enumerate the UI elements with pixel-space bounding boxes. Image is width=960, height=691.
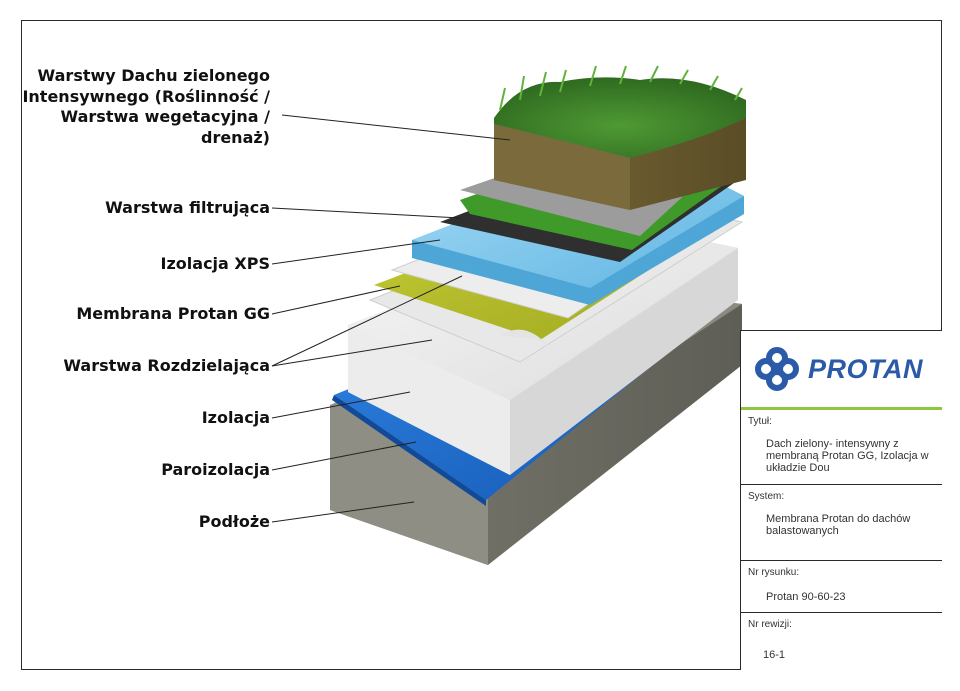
revision-key: Nr rewizji: [748,619,792,630]
label-membrane-gg: Membrana Protan GG [76,304,270,323]
leader-lines [271,114,511,523]
system-value: Membrana Protan do dachów balastowanych [766,513,911,537]
drawing-number-key: Nr rysunku: [748,567,800,578]
label-vapor-barrier: Paroizolacja [161,460,270,479]
revision-value: 16-1 [763,649,786,661]
label-separation-layer: Warstwa Rozdzielająca [63,356,270,375]
title-key: Tytuł: [748,416,772,427]
title-value: Dach zielony- intensywny z membraną Prot… [766,438,929,474]
protan-logo-text: PROTAN [808,354,923,384]
label-substrate: Podłoże [198,512,270,531]
revision-cell: Nr rewizji: 16-1 [741,613,942,671]
system-key: System: [748,491,785,502]
system-cell: System: Membrana Protan do dachów balast… [741,485,942,561]
title-block: PROTAN Tytuł: Dach zielony- intensywny z… [740,330,942,670]
grass-top [494,65,746,158]
label-filter-layer: Warstwa filtrująca [105,198,270,217]
title-cell: Tytuł: Dach zielony- intensywny z membra… [741,410,942,485]
protan-logo: PROTAN [741,331,942,410]
label-insulation: Izolacja [201,408,270,427]
drawing-number-value: Protan 90-60-23 [766,591,846,603]
drawing-number-cell: Nr rysunku: Protan 90-60-23 [741,561,942,613]
label-green-roof-layers: Warstwy Dachu zielonego Intensywnego (Ro… [22,66,270,147]
protan-knot-icon [755,347,799,391]
label-xps-insulation: Izolacja XPS [160,254,270,273]
